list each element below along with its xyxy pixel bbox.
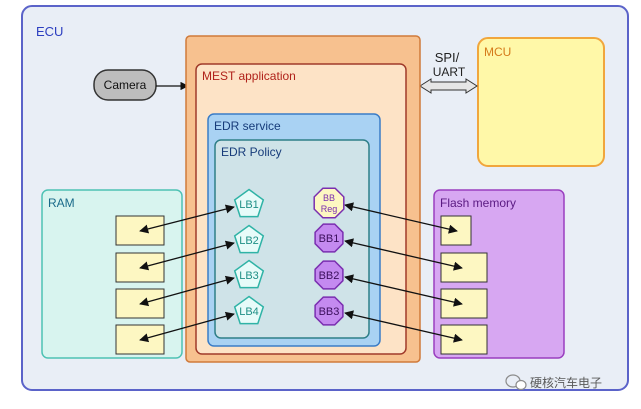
lb-label: LB2 <box>239 235 259 247</box>
ecu-label: ECU <box>36 24 63 39</box>
bb-reg-line2: Reg <box>321 204 338 214</box>
flash-cell-2 <box>440 252 488 283</box>
bb-reg-octagon <box>313 187 345 219</box>
lb-node-4: LB4 <box>233 295 265 325</box>
lb-pentagon <box>233 295 265 325</box>
mcu-box <box>477 37 605 167</box>
edr-service-label: EDR service <box>214 119 281 133</box>
bb-label: BB1 <box>319 233 340 245</box>
bb-reg-line1: BB <box>323 193 335 203</box>
flash-cell-4 <box>440 324 488 355</box>
connector-bb1-flash2 <box>344 238 463 271</box>
bb-label: BB3 <box>319 306 340 318</box>
uart-label: UART <box>433 65 466 79</box>
ram-label: RAM <box>48 196 75 210</box>
camera-label: Camera <box>104 78 147 92</box>
lb-node-2: LB2 <box>233 224 265 254</box>
bb-octagon <box>314 223 344 253</box>
edr-policy-label: EDR Policy <box>221 145 282 159</box>
wechat-icon <box>505 374 527 391</box>
bb-node-2: BB2 <box>314 260 344 290</box>
bb-octagon <box>314 296 344 326</box>
lb-label: LB4 <box>239 306 259 318</box>
mest-label: MEST application <box>202 69 296 83</box>
bb-node-1: BB1 <box>314 223 344 253</box>
mcu-label: MCU <box>484 45 511 59</box>
lb-node-1: LB1 <box>233 188 265 218</box>
camera-box <box>93 69 157 101</box>
spi-label: SPI/ <box>435 50 460 65</box>
connector-ram2-lb2 <box>139 240 235 271</box>
lb-label: LB1 <box>239 199 259 211</box>
lb-pentagon <box>233 224 265 254</box>
bb-octagon <box>314 260 344 290</box>
lb-label: LB3 <box>239 270 259 282</box>
connector-ram3-lb3 <box>139 275 235 307</box>
connector-bb3-flash4 <box>344 310 463 343</box>
lb-pentagon <box>233 259 265 289</box>
connector-ram4-lb4 <box>139 311 235 343</box>
bb-label: BB2 <box>319 270 340 282</box>
watermark-text: 硬核汽车电子 <box>530 375 602 390</box>
connector-bb2-flash3 <box>344 274 463 307</box>
flash-cell-3 <box>440 288 488 319</box>
watermark: 硬核汽车电子 <box>505 374 602 391</box>
lb-node-3: LB3 <box>233 259 265 289</box>
bb-node-3: BB3 <box>314 296 344 326</box>
connector-ram1-lb1 <box>139 204 235 234</box>
spi-uart-arrow <box>419 78 478 94</box>
lb-pentagon <box>233 188 265 218</box>
flash-label: Flash memory <box>440 196 516 210</box>
connector-bbreg-flash1 <box>344 202 458 234</box>
